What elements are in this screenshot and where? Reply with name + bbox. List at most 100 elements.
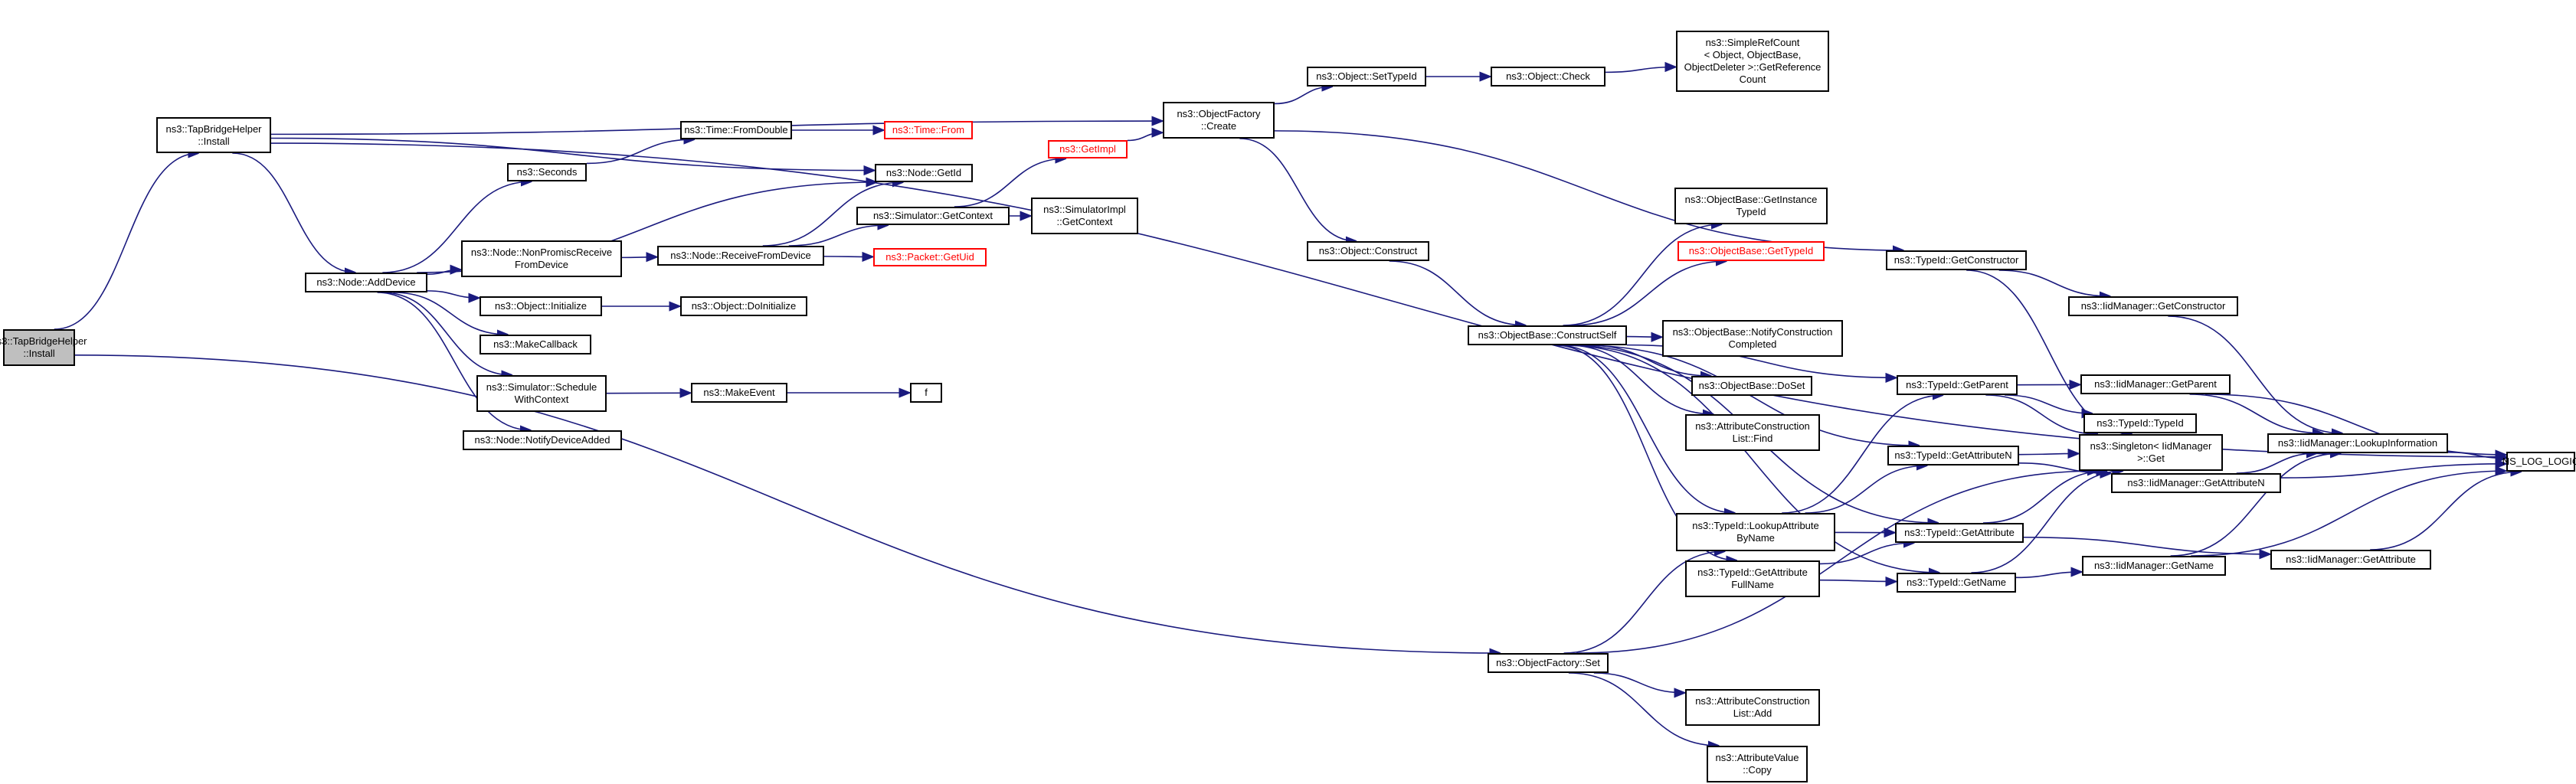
edge-iid-lookupinfo-to-ns-log-logic <box>2447 452 2506 459</box>
node-iid-lookupinfo[interactable]: ns3::IidManager::LookupInformation <box>2267 433 2448 453</box>
edge-typeid-getattrfullname-to-typeid-getname <box>1819 580 1897 582</box>
node-typeid-getattribute[interactable]: ns3::TypeId::GetAttribute <box>1895 523 2024 543</box>
node-acl-find[interactable]: ns3::AttributeConstruction List::Find <box>1685 414 1820 451</box>
node-acl-add[interactable]: ns3::AttributeConstruction List::Add <box>1685 689 1820 726</box>
edge-node-adddevice-to-node-notifydeviceadded <box>377 292 532 430</box>
edge-iid-getname-to-ns-log-logic <box>2191 471 2506 557</box>
node-simplerefcount[interactable]: ns3::SimpleRefCount < Object, ObjectBase… <box>1676 31 1829 92</box>
node-typeid-getattrfullname[interactable]: ns3::TypeId::GetAttribute FullName <box>1685 560 1820 597</box>
edge-of-set-to-typeid-lookupattr <box>1563 551 1726 654</box>
node-iid-getconstructor[interactable]: ns3::IidManager::GetConstructor <box>2068 296 2238 316</box>
node-typeid-getconstructor[interactable]: ns3::TypeId::GetConstructor <box>1886 250 2027 270</box>
edge-sim-getcontext-to-getimpl <box>954 158 1066 207</box>
edge-ob-constructself-to-typeid-getname <box>1563 345 1939 573</box>
node-object-check[interactable]: ns3::Object::Check <box>1491 67 1605 87</box>
node-of-set[interactable]: ns3::ObjectFactory::Set <box>1488 653 1609 673</box>
node-typeid-lookupattr[interactable]: ns3::TypeId::LookupAttribute ByName <box>1676 513 1835 551</box>
edge-iid-getattributen-to-ns-log-logic <box>2280 464 2506 479</box>
edge-typeid-getconstructor-to-singleton-get <box>1966 270 2132 434</box>
node-ns-log-logic[interactable]: NS_LOG_LOGIC <box>2502 452 2576 472</box>
node-typeid-getname[interactable]: ns3::TypeId::GetName <box>1897 573 2016 593</box>
edge-typeid-lookupattr-to-typeid-getattributen <box>1805 466 1928 514</box>
node-simimpl-getcontext[interactable]: ns3::SimulatorImpl ::GetContext <box>1031 198 1138 234</box>
node-singleton-get[interactable]: ns3::Singleton< IidManager >::Get <box>2079 434 2223 471</box>
edge-of-set-to-singleton-get <box>1576 471 2098 654</box>
node-object-doinitialize[interactable]: ns3::Object::DoInitialize <box>680 296 807 316</box>
node-node-nonpromisc[interactable]: ns3::Node::NonPromiscReceive FromDevice <box>461 240 622 277</box>
node-ob-doset[interactable]: ns3::ObjectBase::DoSet <box>1691 376 1812 396</box>
edge-typeid-getattribute-to-iid-getattribute <box>2023 536 2270 554</box>
node-typeid-getparent[interactable]: ns3::TypeId::GetParent <box>1897 375 2018 395</box>
edge-tbh-install-to-ns-log-logic <box>270 142 2506 457</box>
edge-ob-constructself-to-ob-gettypeid <box>1571 261 1727 326</box>
node-iid-getattribute[interactable]: ns3::IidManager::GetAttribute <box>2270 550 2431 570</box>
node-typeid-typeid[interactable]: ns3::TypeId::TypeId <box>2083 413 2197 433</box>
node-ob-notifyconstruction[interactable]: ns3::ObjectBase::NotifyConstruction Comp… <box>1662 320 1843 357</box>
edge-seconds-to-time-fromdouble <box>586 139 695 165</box>
node-ob-getinstancetypeid[interactable]: ns3::ObjectBase::GetInstance TypeId <box>1674 188 1828 224</box>
node-typeid-getattributen[interactable]: ns3::TypeId::GetAttributeN <box>1887 446 2019 466</box>
edge-typeid-getname-to-iid-getname <box>2015 572 2082 579</box>
node-time-from[interactable]: ns3::Time::From <box>884 121 973 139</box>
node-time-fromdouble[interactable]: ns3::Time::FromDouble <box>680 121 792 139</box>
node-makeevent[interactable]: ns3::MakeEvent <box>691 383 787 403</box>
edge-root-to-of-set <box>74 354 1501 653</box>
node-ob-gettypeid[interactable]: ns3::ObjectBase::GetTypeId <box>1678 241 1825 261</box>
edge-typeid-getattribute-to-singleton-get <box>1982 471 2107 524</box>
node-node-notifydeviceadded[interactable]: ns3::Node::NotifyDeviceAdded <box>463 430 622 450</box>
node-node-getid[interactable]: ns3::Node::GetId <box>875 164 973 182</box>
edge-node-nonpromisc-to-node-receivefromdevice <box>621 257 657 258</box>
node-root: ns3::TapBridgeHelper ::Install <box>0 329 87 366</box>
edge-typeid-getattributen-to-singleton-get <box>2018 453 2079 454</box>
node-object-settypeid[interactable]: ns3::Object::SetTypeId <box>1307 67 1426 87</box>
edge-node-adddevice-to-makecallback <box>393 292 508 335</box>
edge-iid-getparent-to-iid-lookupinfo <box>2189 394 2324 433</box>
node-ob-constructself[interactable]: ns3::ObjectBase::ConstructSelf <box>1468 325 1627 345</box>
edge-of-set-to-acl-add <box>1593 672 1685 693</box>
edge-node-adddevice-to-object-initialize <box>427 290 480 298</box>
edge-ob-constructself-to-acl-find <box>1568 345 1714 414</box>
edge-ob-constructself-to-ob-notifyconstruction <box>1626 337 1662 338</box>
edge-getimpl-to-of-create <box>1127 132 1163 142</box>
node-tbh-install[interactable]: ns3::TapBridgeHelper ::Install <box>156 117 271 153</box>
edge-node-adddevice-to-node-nonpromisc <box>427 270 461 274</box>
node-iid-getparent[interactable]: ns3::IidManager::GetParent <box>2080 374 2231 394</box>
edge-root-to-tbh-install <box>54 153 199 330</box>
node-packet-getuid[interactable]: ns3::Packet::GetUid <box>873 248 987 266</box>
node-object-initialize[interactable]: ns3::Object::Initialize <box>480 296 602 316</box>
node-iid-getattributen[interactable]: ns3::IidManager::GetAttributeN <box>2111 473 2281 493</box>
edge-of-create-to-object-settypeid <box>1274 87 1333 105</box>
edge-node-receivefromdevice-to-sim-getcontext <box>788 225 889 247</box>
edge-node-receivefromdevice-to-node-getid <box>762 182 904 247</box>
node-sim-getcontext[interactable]: ns3::Simulator::GetContext <box>856 207 1010 225</box>
edge-typeid-getparent-to-singleton-get <box>1985 394 2098 434</box>
edge-node-adddevice-to-seconds <box>382 181 532 273</box>
edge-ob-constructself-to-typeid-lookupattr <box>1557 345 1736 513</box>
edge-ob-constructself-to-ob-getinstancetypeid <box>1563 224 1722 326</box>
edge-of-set-to-attrvalue-copy <box>1568 672 1719 746</box>
node-seconds[interactable]: ns3::Seconds <box>507 163 587 181</box>
edge-tbh-install-to-node-adddevice <box>232 152 355 273</box>
edge-node-adddevice-to-sim-schedule <box>381 292 513 375</box>
edge-of-create-to-object-construct <box>1239 138 1357 241</box>
node-of-create[interactable]: ns3::ObjectFactory ::Create <box>1163 102 1275 139</box>
edge-typeid-getattrfullname-to-typeid-getattribute <box>1819 543 1915 565</box>
node-iid-getname[interactable]: ns3::IidManager::GetName <box>2082 556 2226 576</box>
edge-typeid-lookupattr-to-typeid-getparent <box>1782 395 1943 514</box>
edge-iid-getconstructor-to-iid-lookupinfo <box>2168 315 2342 433</box>
edge-typeid-getparent-to-typeid-typeid <box>2005 394 2093 413</box>
edge-iid-getattribute-to-ns-log-logic <box>2370 472 2522 550</box>
node-getimpl[interactable]: ns3::GetImpl <box>1048 140 1128 158</box>
node-makecallback[interactable]: ns3::MakeCallback <box>480 335 591 354</box>
node-object-construct[interactable]: ns3::Object::Construct <box>1307 241 1429 261</box>
edge-iid-getattributen-to-iid-lookupinfo <box>2236 453 2318 474</box>
edge-node-receivefromdevice-to-packet-getuid <box>823 256 873 257</box>
node-attrvalue-copy[interactable]: ns3::AttributeValue ::Copy <box>1707 746 1808 782</box>
node-node-receivefromdevice[interactable]: ns3::Node::ReceiveFromDevice <box>657 246 824 266</box>
edge-iid-getname-to-iid-lookupinfo <box>2170 453 2342 557</box>
node-sim-schedule[interactable]: ns3::Simulator::Schedule WithContext <box>476 375 607 412</box>
node-node-adddevice[interactable]: ns3::Node::AddDevice <box>305 273 427 292</box>
node-f[interactable]: f <box>910 383 942 403</box>
edge-typeid-getconstructor-to-iid-getconstructor <box>1998 270 2111 296</box>
